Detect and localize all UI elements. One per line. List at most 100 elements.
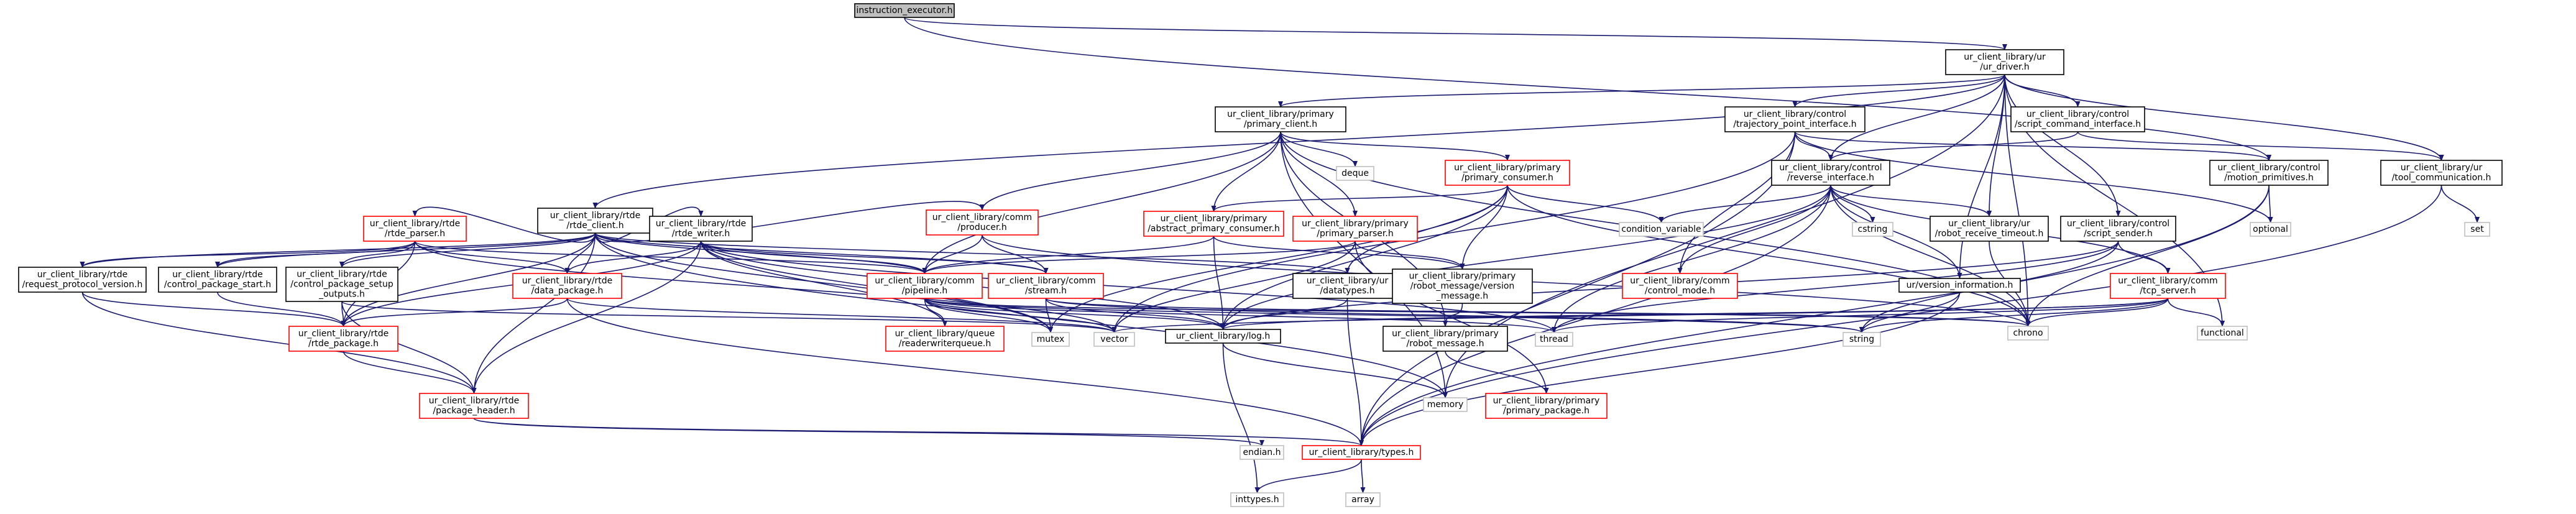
edge-ur_driver-to-reverse_interface: [1828, 74, 2005, 161]
edge-script_sender-to-tcp_server: [2117, 241, 2171, 274]
edge-rtde_writer-to-pipeline: [700, 241, 927, 274]
node-datatypes[interactable]: ur_client_library/ur/datatypes.h: [1292, 273, 1402, 299]
node-label-line: /data_package.h: [531, 286, 604, 296]
node-label-line: ur_client_library/log.h: [1176, 331, 1271, 341]
node-motion-primitives[interactable]: ur_client_library/control/motion_primiti…: [2209, 160, 2329, 186]
node-label-line: /pipeline.h: [902, 286, 948, 296]
edge-log-to-inttypes: [1222, 342, 1260, 493]
node-box: [649, 216, 753, 242]
node-label-line: ur_client_library/primary: [1493, 396, 1600, 406]
node-box: [2380, 160, 2503, 186]
node-robot-receive-timeout[interactable]: ur_client_library/ur/robot_receive_timeo…: [1930, 216, 2049, 242]
edge-request_protocol_version-to-package_header: [81, 291, 477, 394]
node-box: [1302, 445, 1421, 460]
edge-rtde_parser-to-control_package_setup_outputs: [339, 241, 416, 268]
node-rtde-writer[interactable]: ur_client_library/rtde/rtde_writer.h: [649, 216, 753, 242]
node-pipeline[interactable]: ur_client_library/comm/pipeline.h: [867, 273, 983, 299]
node-label-line: ur_client_library/comm: [932, 213, 1032, 223]
edge-control_package_setup_outputs-to-vector: [341, 301, 1117, 333]
node-producer[interactable]: ur_client_library/comm/producer.h: [926, 209, 1039, 236]
node-rtde-parser[interactable]: ur_client_library/rtde/rtde_parser.h: [363, 216, 467, 242]
edge-pipeline-to-readerwriterqueue: [924, 298, 947, 327]
node-label-line: ur_client_library/rtde: [550, 211, 641, 221]
node-rtde-package[interactable]: ur_client_library/rtde/rtde_package.h: [288, 326, 398, 352]
node-readerwriterqueue[interactable]: ur_client_library/queue/readerwriterqueu…: [885, 326, 1005, 352]
edge-version_information-to-types: [1359, 291, 1961, 446]
node-label-line: /primary_client.h: [1244, 119, 1317, 129]
node-trajectory-point-interface[interactable]: ur_client_library/control/trajectory_poi…: [1724, 106, 1865, 132]
node-box: [1392, 268, 1533, 304]
node-control-package-start[interactable]: ur_client_library/rtde/control_package_s…: [158, 267, 277, 293]
edge-tcp_server-to-functional: [2167, 298, 2225, 327]
node-control-package-setup-outputs[interactable]: ur_client_library/rtde/control_package_s…: [285, 267, 398, 302]
node-box: [512, 273, 622, 299]
node-label-line: /motion_primitives.h: [2224, 173, 2314, 183]
node-label-line: /script_sender.h: [2084, 229, 2153, 239]
edge-ur_driver-to-tool_communication: [2004, 74, 2444, 161]
edge-primary_consumer-to-chrono: [1507, 185, 2031, 327]
node-primary-package[interactable]: ur_client_library/primary/primary_packag…: [1485, 393, 1608, 419]
node-instruction-executor[interactable]: instruction_executor.h: [854, 3, 955, 18]
node-robot-message-version-message[interactable]: ur_client_library/primary/robot_message/…: [1392, 268, 1533, 304]
edge-reverse_interface-to-version_information: [1830, 185, 1962, 279]
node-robot-message[interactable]: ur_client_library/primary/robot_message.…: [1382, 326, 1508, 352]
node-label-line: ur_client_library/ur: [1964, 52, 2046, 62]
node-cstring: cstring: [1852, 222, 1893, 237]
node-types[interactable]: ur_client_library/types.h: [1302, 445, 1421, 460]
node-label-line: /readerwriterqueue.h: [899, 339, 991, 349]
node-label-line: /robot_message.h: [1407, 339, 1484, 349]
node-thread: thread: [1535, 332, 1573, 347]
node-box: [2007, 326, 2049, 341]
node-label-line: /stream.h: [1025, 286, 1067, 296]
node-inttypes: inttypes.h: [1230, 492, 1284, 507]
node-data-package[interactable]: ur_client_library/rtde/data_package.h: [512, 273, 622, 299]
node-array: array: [1345, 492, 1381, 507]
node-condition-variable: condition_variable: [1619, 222, 1704, 237]
node-tcp-server[interactable]: ur_client_library/comm/tcp_server.h: [2110, 273, 2226, 299]
node-control-mode[interactable]: ur_client_library/comm/control_mode.h: [1622, 273, 1738, 299]
node-reverse-interface[interactable]: ur_client_library/control/reverse_interf…: [1771, 160, 1890, 186]
node-box: [854, 3, 955, 18]
node-ur-driver[interactable]: ur_client_library/ur/ur_driver.h: [1945, 49, 2064, 75]
edge-motion_primitives-to-optional: [2268, 185, 2273, 223]
node-primary-client[interactable]: ur_client_library/primary/primary_client…: [1215, 106, 1346, 132]
node-rtde-client[interactable]: ur_client_library/rtde/rtde_client.h: [537, 208, 653, 234]
node-label-line: ur_client_library/ur: [1307, 276, 1389, 286]
node-box: [285, 267, 398, 302]
node-label-line: /control_package_setup: [290, 280, 393, 290]
node-box: [1292, 273, 1402, 299]
edge-tcp_server-to-vector: [1112, 298, 2169, 333]
node-box: [2250, 222, 2291, 237]
node-primary-consumer[interactable]: ur_client_library/primary/primary_consum…: [1445, 160, 1570, 186]
node-label-line: /trajectory_point_interface.h: [1733, 119, 1856, 129]
node-label-line: functional: [2201, 328, 2244, 338]
node-label-line: ur_client_library/rtde: [522, 276, 613, 286]
node-primary-parser[interactable]: ur_client_library/primary/primary_parser…: [1292, 216, 1418, 242]
node-log[interactable]: ur_client_library/log.h: [1165, 329, 1281, 344]
node-label-line: /rtde_package.h: [308, 339, 379, 349]
node-script-command-interface[interactable]: ur_client_library/control/script_command…: [2010, 106, 2145, 132]
edge-ur_driver-to-script_sender: [2004, 74, 2121, 217]
node-version-information[interactable]: ur/version_information.h: [1898, 278, 2021, 293]
edge-motion_primitives-to-chrono: [2025, 185, 2270, 327]
node-label-line: ur_client_library/primary: [1409, 272, 1516, 282]
node-abstract-primary-consumer[interactable]: ur_client_library/primary/abstract_prima…: [1143, 211, 1284, 237]
node-tool-communication[interactable]: ur_client_library/ur/tool_communication.…: [2380, 160, 2503, 186]
edge-primary_client-to-producer: [980, 131, 1281, 211]
edge-tcp_server-to-thread: [1552, 298, 2169, 333]
node-script-sender[interactable]: ur_client_library/control/script_sender.…: [2060, 216, 2176, 242]
node-package-header[interactable]: ur_client_library/rtde/package_header.h: [419, 393, 529, 419]
edge-rtde_writer-to-readerwriterqueue: [700, 241, 947, 327]
edge-primary_consumer-to-mutex: [1048, 185, 1508, 333]
edge-rtde_client-to-rtde_parser: [412, 206, 596, 243]
node-stream[interactable]: ur_client_library/comm/stream.h: [988, 273, 1104, 299]
node-label-line: thread: [1540, 334, 1568, 344]
edge-stream-to-chrono: [1045, 298, 2031, 327]
node-deque: deque: [1336, 166, 1374, 181]
node-label-line: ur_client_library/primary: [1161, 214, 1267, 224]
node-label-line: ur_client_library/control: [2067, 219, 2169, 229]
edge-reverse_interface-to-thread: [1552, 185, 1831, 333]
node-label-line: /primary_parser.h: [1317, 229, 1393, 239]
node-request-protocol-version[interactable]: ur_client_library/rtde/request_protocol_…: [18, 267, 147, 293]
node-label-line: /script_command_interface.h: [2015, 119, 2141, 129]
